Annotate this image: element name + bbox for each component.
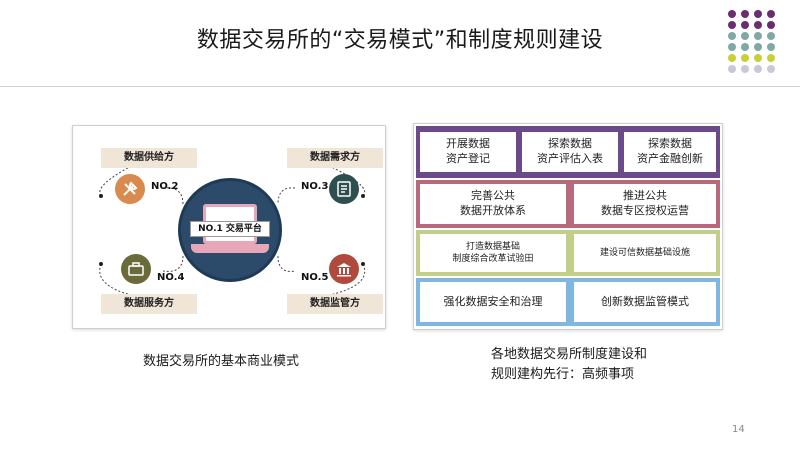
- decorative-dot: [741, 65, 749, 73]
- page-number: 14: [732, 424, 745, 435]
- bank-icon: [329, 254, 359, 284]
- right-caption-line2: 规则建构先行：高频事项: [491, 367, 635, 383]
- decorative-dot: [728, 65, 736, 73]
- decorative-dot: [728, 43, 736, 51]
- decorative-dot: [741, 32, 749, 40]
- cell-public-data-zone: 推进公共数据专区授权运营: [574, 184, 716, 224]
- decorative-dot: [767, 10, 775, 18]
- laptop-base: [191, 244, 269, 253]
- slide-title: 数据交易所的“交易模式”和制度规则建设: [196, 28, 604, 53]
- cell-security-governance: 强化数据安全和治理: [420, 282, 566, 322]
- title-divider: [0, 86, 800, 87]
- cell-asset-valuation: 探索数据资产评估入表: [522, 132, 618, 172]
- business-model-figure: 数据供给方 NO.2 数据需求方 NO.3 NO.4 数据服务方 NO.5 数据…: [72, 125, 386, 329]
- decorative-dot: [728, 21, 736, 29]
- cell-asset-registration: 开展数据资产登记: [420, 132, 516, 172]
- decorative-dot: [741, 54, 749, 62]
- document-icon: [329, 174, 359, 204]
- decorative-dot: [741, 21, 749, 29]
- decorative-dot: [767, 32, 775, 40]
- decorative-dot: [767, 65, 775, 73]
- decorative-dot: [728, 32, 736, 40]
- cell-regulatory-innovation: 创新数据监管模式: [574, 282, 716, 322]
- decorative-dot: [754, 54, 762, 62]
- decorative-dot: [754, 21, 762, 29]
- right-caption-line1: 各地数据交易所制度建设和: [491, 347, 648, 362]
- exchange-rules-figure: 开展数据资产登记 探索数据资产评估入表 探索数据资产金融创新 完善公共数据开放体…: [413, 123, 723, 330]
- decorative-dot: [754, 65, 762, 73]
- decorative-dot: [754, 10, 762, 18]
- decorative-dot: [728, 54, 736, 62]
- decorative-dot: [741, 10, 749, 18]
- cell-reform-pilot: 打造数据基础制度综合改革试验田: [420, 234, 566, 272]
- decorative-dot: [728, 10, 736, 18]
- wrench-screwdriver-icon: [115, 174, 145, 204]
- trading-platform-label: NO.1 交易平台: [190, 221, 270, 237]
- left-figure-caption: 数据交易所的基本商业模式: [143, 354, 300, 369]
- connector-arcs: [99, 163, 366, 297]
- node-number-4: NO.4: [157, 272, 185, 283]
- node-number-5: NO.5: [301, 272, 329, 283]
- decorative-dot: [741, 43, 749, 51]
- tag-data-service: 数据服务方: [101, 294, 197, 314]
- decorative-dot: [767, 43, 775, 51]
- cell-public-data-open: 完善公共数据开放体系: [420, 184, 566, 224]
- briefcase-icon: [121, 254, 151, 284]
- decorative-dot: [767, 21, 775, 29]
- decorative-dot: [767, 54, 775, 62]
- decorative-dot: [754, 43, 762, 51]
- cell-asset-finance: 探索数据资产金融创新: [624, 132, 716, 172]
- decorative-dot-grid: [728, 10, 784, 80]
- tag-data-supplier: 数据供给方: [101, 148, 197, 168]
- right-figure-caption: 各地数据交易所制度建设和 规则建构先行：高频事项: [491, 345, 647, 385]
- node-number-2: NO.2: [151, 181, 179, 192]
- node-number-3: NO.3: [301, 181, 329, 192]
- cell-trusted-infrastructure: 建设可信数据基础设施: [574, 234, 716, 272]
- tag-data-demander: 数据需求方: [287, 148, 383, 168]
- decorative-dot: [754, 32, 762, 40]
- tag-data-regulator: 数据监管方: [287, 294, 383, 314]
